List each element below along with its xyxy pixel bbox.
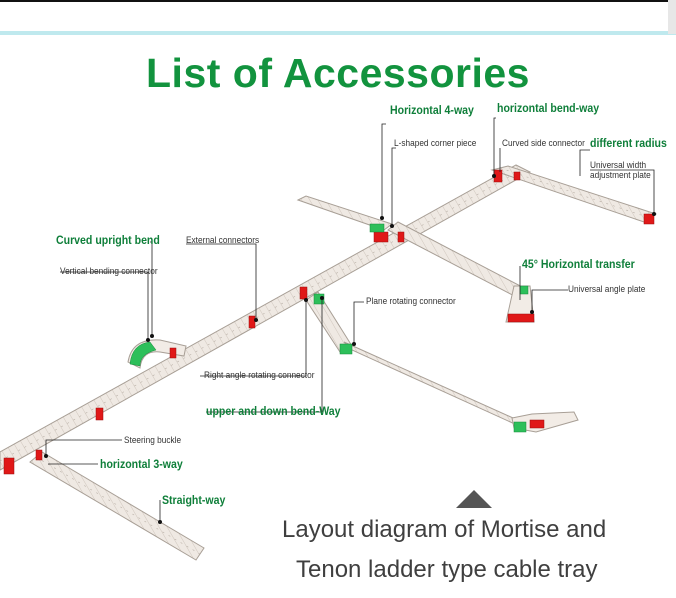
green-connector: [129, 341, 157, 367]
red-connector: [373, 231, 389, 243]
window-edge: [668, 0, 676, 34]
red-connector: [248, 315, 256, 329]
label-external-connectors: External connectors: [186, 235, 260, 245]
label-vertical-bending-connector: Vertical bending connector: [60, 266, 158, 276]
green-connector: [519, 285, 529, 295]
red-connector: [643, 213, 655, 225]
label-curved-upright-bend: Curved upright bend: [56, 233, 160, 247]
red-connector: [299, 286, 308, 300]
header-divider: [0, 31, 676, 35]
label-upper-and-down-bend-way: upper and down bend-Way: [206, 404, 341, 418]
page-title: List of Accessories: [146, 50, 530, 96]
leader-dots: [44, 174, 656, 524]
label-45-horizontal-transfer: 45° Horizontal transfer: [522, 257, 635, 271]
label-right-angle-rotating-connector: Right angle rotating connector: [204, 370, 315, 380]
red-connectors: [3, 169, 655, 475]
caption-line-2: Tenon ladder type cable tray: [296, 556, 598, 583]
red-connector: [35, 449, 43, 461]
green-connector: [369, 223, 385, 233]
label-l-shaped-corner-piece: L-shaped corner piece: [394, 138, 477, 148]
plane-rotating-branch-tray: [305, 291, 579, 433]
label-horizontal-3-way: horizontal 3-way: [100, 457, 183, 471]
main-trunk-tray: [0, 164, 532, 471]
leader-lines: [45, 117, 655, 522]
red-connector: [3, 457, 15, 475]
red-connector: [513, 171, 521, 181]
label-different-radius: different radius: [590, 136, 667, 150]
caption-line-1: Layout diagram of Mortise and: [282, 516, 607, 543]
green-connector: [339, 343, 353, 355]
red-connector: [169, 347, 177, 359]
label-universal-angle-plate: Universal angle plate: [568, 284, 646, 294]
label-curved-side-connector: Curved side connector: [502, 138, 585, 148]
label-horizontal-4-way: Horizontal 4-way: [390, 103, 474, 117]
label-universal-width-line2: adjustment plate: [590, 170, 651, 180]
label-horizontal-bend-way: horizontal bend-way: [497, 101, 600, 115]
red-connector: [397, 231, 405, 243]
green-connectors: [129, 223, 529, 433]
red-connector: [529, 419, 545, 429]
caption-triangle-icon: [456, 490, 492, 508]
red-connector: [95, 407, 104, 421]
green-connector: [313, 293, 325, 305]
label-universal-width-line1: Universal width: [590, 160, 647, 170]
label-straight-way: Straight-way: [162, 493, 226, 507]
top-border-line: [0, 0, 676, 2]
four-way-right-arm-tray: [387, 221, 535, 323]
label-steering-buckle: Steering buckle: [124, 435, 182, 445]
green-connector: [513, 421, 527, 433]
red-connector: [507, 313, 535, 323]
label-plane-rotating-connector: Plane rotating connector: [366, 296, 456, 306]
